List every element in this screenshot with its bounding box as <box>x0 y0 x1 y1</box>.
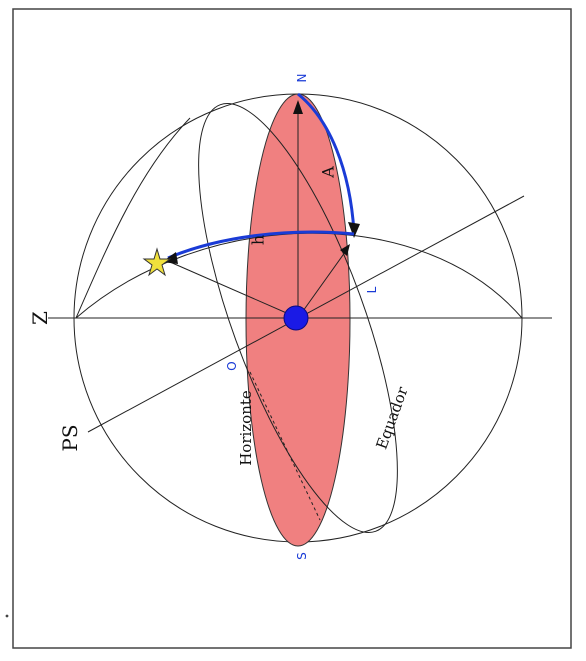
azimuth-arrow-head <box>340 244 350 256</box>
label-zenith: Z <box>28 311 52 325</box>
label-north: N <box>295 74 309 83</box>
label-west: O <box>225 361 239 370</box>
hour-circle <box>75 117 191 319</box>
equator-circle <box>198 102 398 534</box>
label-south: S <box>295 552 309 560</box>
label-equator: Equador <box>372 384 411 452</box>
label-east: L <box>365 286 379 293</box>
label-azimuth: A <box>319 166 338 179</box>
figure-frame <box>12 8 572 649</box>
azimuth-direction-line <box>297 247 349 319</box>
azimuth-arc-arrow <box>348 222 360 238</box>
label-horizon: Horizonte <box>237 390 255 466</box>
altitude-arc <box>167 230 355 260</box>
observer-dot <box>283 305 309 331</box>
frame-dot <box>5 614 9 618</box>
star-direction-line <box>169 261 299 319</box>
north-arrow-head <box>293 100 303 114</box>
azimuth-arc <box>297 92 356 233</box>
label-altitude: h <box>249 235 268 245</box>
label-south-pole: PS <box>58 424 82 451</box>
star-icon <box>142 247 172 277</box>
